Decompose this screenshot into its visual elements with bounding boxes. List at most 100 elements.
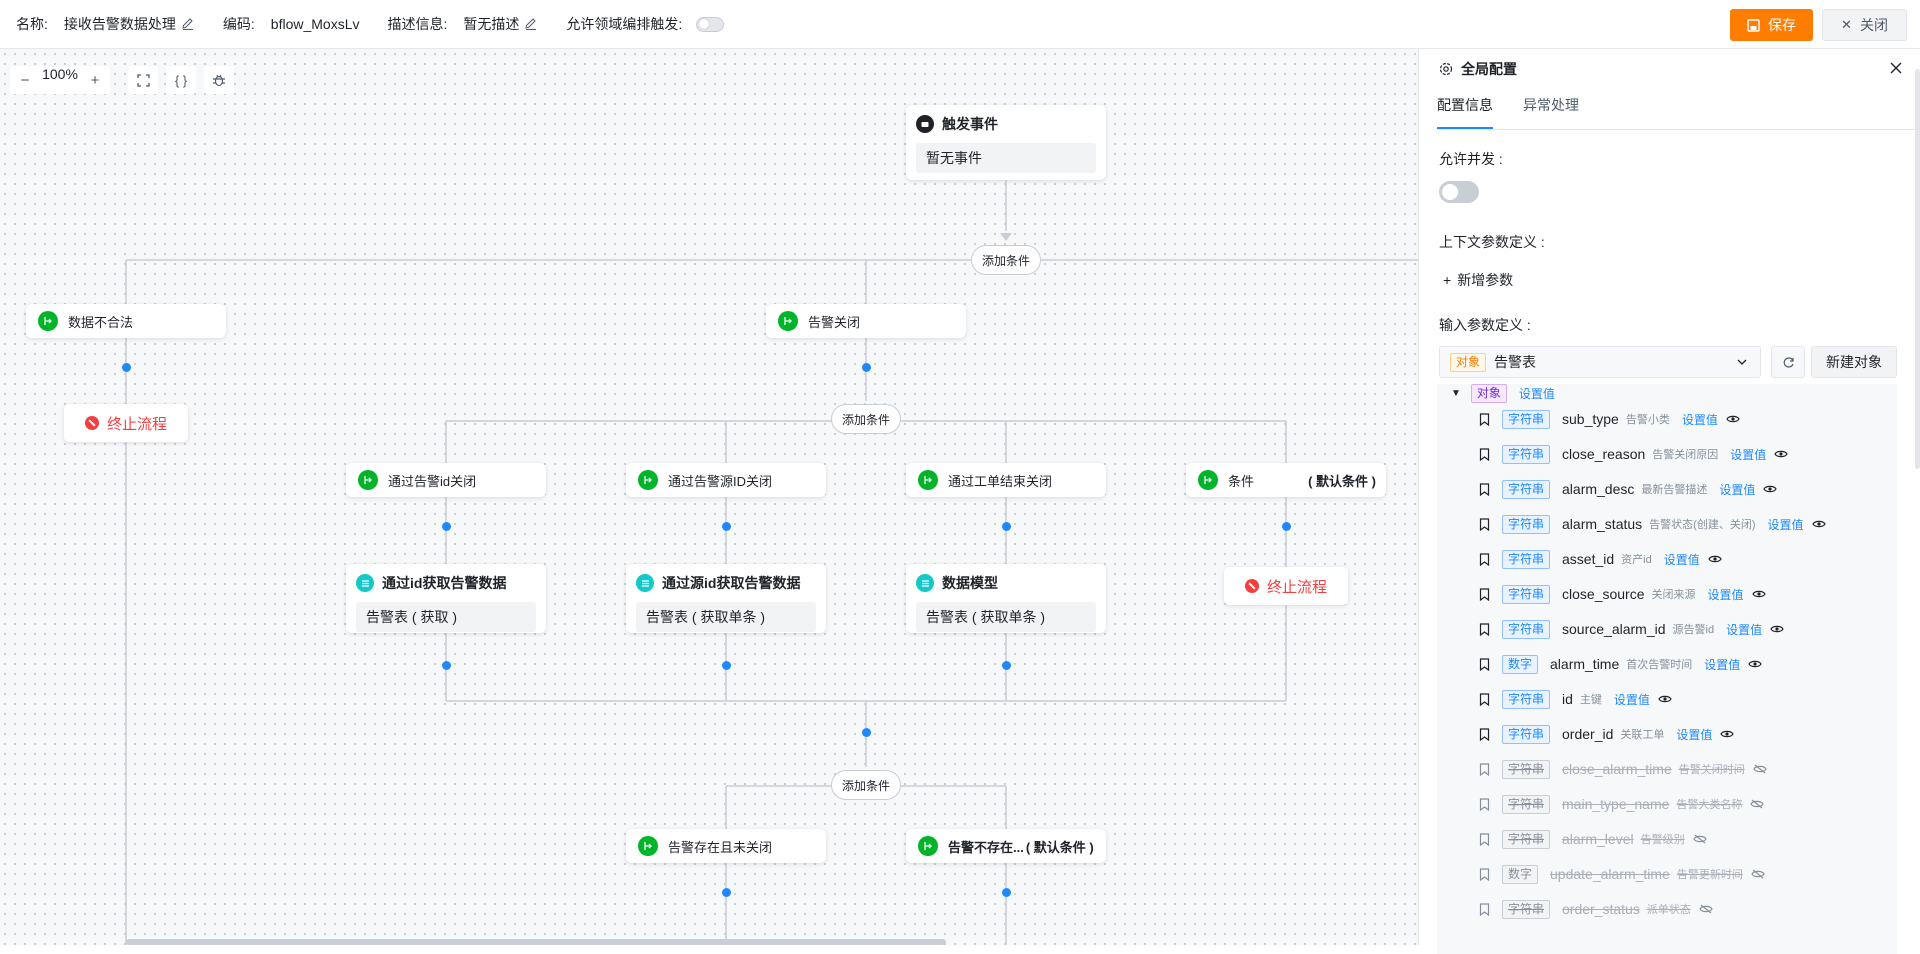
bookmark-icon[interactable] <box>1479 727 1490 741</box>
add-param-button[interactable]: +新增参数 <box>1443 270 1513 290</box>
add-condition-button[interactable]: 添加条件 <box>831 770 901 800</box>
debug-icon[interactable] <box>204 66 234 94</box>
set-value-link[interactable]: 设置值 <box>1663 552 1700 567</box>
set-value-link[interactable]: 设置值 <box>1676 727 1713 742</box>
add-condition-button[interactable]: 添加条件 <box>831 404 901 434</box>
tab-exception-handling[interactable]: 异常处理 <box>1523 97 1579 113</box>
set-value-link[interactable]: 设置值 <box>1730 447 1767 462</box>
eye-icon[interactable] <box>1658 694 1672 704</box>
allow-trigger-toggle[interactable] <box>696 16 725 32</box>
save-button[interactable]: 保存 <box>1730 9 1813 41</box>
eye-off-icon[interactable] <box>1692 834 1707 844</box>
condition-node-by-order[interactable]: 通过工单结束关闭 <box>906 463 1106 497</box>
tree-root[interactable]: ▼ 对象 设置值 <box>1451 382 1555 404</box>
eye-off-icon[interactable] <box>1699 904 1713 914</box>
eye-off-icon[interactable] <box>1753 764 1767 774</box>
set-value-link[interactable]: 设置值 <box>1707 587 1744 602</box>
bookmark-icon[interactable] <box>1479 762 1490 776</box>
connector-dot[interactable] <box>722 522 731 531</box>
connector-dot[interactable] <box>722 661 731 670</box>
bookmark-icon[interactable] <box>1479 517 1490 531</box>
refresh-button[interactable] <box>1771 346 1805 378</box>
set-value-link[interactable]: 设置值 <box>1704 657 1741 672</box>
connector-dot[interactable] <box>862 363 871 372</box>
condition-node-exists[interactable]: 告警存在且未关闭 <box>626 829 826 863</box>
bookmark-icon[interactable] <box>1479 657 1490 671</box>
bookmark-icon[interactable] <box>1479 797 1490 811</box>
condition-node-alarm-close[interactable]: 告警关闭 <box>766 304 966 338</box>
edit-name-icon[interactable] <box>181 17 195 31</box>
bookmark-icon[interactable] <box>1479 412 1490 426</box>
set-value-link[interactable]: 设置值 <box>1613 692 1650 707</box>
eye-icon[interactable] <box>1720 729 1735 739</box>
close-button[interactable]: ✕ 关闭 <box>1822 9 1907 41</box>
zoom-out-button[interactable]: − <box>20 71 30 89</box>
zoom-in-button[interactable]: + <box>90 71 100 89</box>
connector-dot[interactable] <box>442 661 451 670</box>
edit-desc-icon[interactable] <box>524 17 538 31</box>
close-panel-icon[interactable] <box>1889 61 1903 75</box>
caret-down-icon[interactable]: ▼ <box>1451 387 1461 399</box>
stop-flow-node[interactable]: 终止流程 <box>64 404 188 442</box>
connector-dot[interactable] <box>1282 522 1291 531</box>
eye-off-icon[interactable] <box>1750 799 1765 809</box>
set-value-link[interactable]: 设置值 <box>1518 386 1555 401</box>
action-node-get-by-id[interactable]: 通过id获取告警数据 告警表 ( 获取 ) <box>346 564 546 633</box>
condition-node-by-source[interactable]: 通过告警源ID关闭 <box>626 463 826 497</box>
trigger-node[interactable]: 触发事件 暂无事件 <box>906 105 1106 180</box>
eye-icon[interactable] <box>1770 624 1784 634</box>
bookmark-icon[interactable] <box>1479 692 1490 706</box>
stop-flow-node[interactable]: 终止流程 <box>1224 567 1348 605</box>
connector-dot[interactable] <box>442 522 451 531</box>
connector-dot[interactable] <box>1002 888 1011 897</box>
action-node-get-by-source[interactable]: 通过源id获取告警数据 告警表 ( 获取单条 ) <box>626 564 826 633</box>
bookmark-icon[interactable] <box>1479 447 1490 461</box>
bookmark-icon[interactable] <box>1479 867 1490 881</box>
connector-dot[interactable] <box>722 888 731 897</box>
connector-dot[interactable] <box>862 728 871 737</box>
bookmark-icon[interactable] <box>1479 587 1490 601</box>
bookmark-icon[interactable] <box>1479 622 1490 636</box>
eye-icon[interactable] <box>1763 484 1778 494</box>
action-node-data-model[interactable]: 数据模型 告警表 ( 获取单条 ) <box>906 564 1106 633</box>
set-value-link[interactable]: 设置值 <box>1719 482 1756 497</box>
eye-icon[interactable] <box>1751 589 1766 599</box>
input-object-select[interactable]: 对象 告警表 <box>1439 346 1761 378</box>
eye-icon[interactable] <box>1708 554 1722 564</box>
tab-config-info[interactable]: 配置信息 <box>1437 95 1493 129</box>
condition-node-default[interactable]: 条件 ( 默认条件 ) <box>1186 463 1386 497</box>
set-value-link[interactable]: 设置值 <box>1767 517 1804 532</box>
condition-node-invalid[interactable]: 数据不合法 <box>26 304 226 338</box>
eye-icon[interactable] <box>1748 659 1762 669</box>
connector-dot[interactable] <box>122 363 131 372</box>
allow-concurrent-toggle[interactable] <box>1439 181 1479 203</box>
set-value-link[interactable]: 设置值 <box>1726 622 1763 637</box>
bookmark-icon[interactable] <box>1479 902 1490 916</box>
fullscreen-icon[interactable] <box>128 66 158 94</box>
condition-node-not-exists[interactable]: 告警不存在... ( 默认条件 ) <box>906 829 1106 863</box>
code-braces-icon[interactable]: { } <box>166 66 196 94</box>
bookmark-icon[interactable] <box>1479 832 1490 846</box>
vertical-scrollbar[interactable] <box>1915 69 1920 469</box>
condition-node-by-id[interactable]: 通过告警id关闭 <box>346 463 546 497</box>
eye-icon[interactable] <box>1774 449 1789 459</box>
connector-dot[interactable] <box>1002 522 1011 531</box>
bookmark-icon[interactable] <box>1479 482 1490 496</box>
set-value-link[interactable]: 设置值 <box>1681 412 1718 427</box>
eye-icon[interactable] <box>1811 519 1826 529</box>
add-condition-button[interactable]: 添加条件 <box>971 245 1041 275</box>
